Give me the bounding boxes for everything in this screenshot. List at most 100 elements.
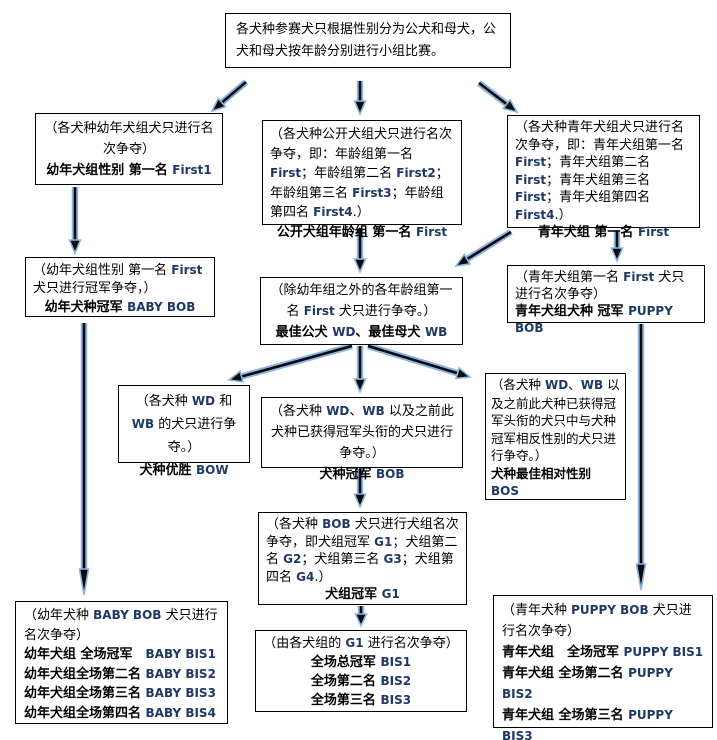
text-line: （幼年犬组性别 第一名 First 犬只进行冠军争夺，） [33,261,207,298]
text-line: 青年犬组 第一名 First [515,224,692,242]
text-line: 全场总冠军 BIS1 [262,653,460,672]
text-line: （各犬种 BOB 犬只进行犬组名次争夺，即犬组冠军 G1；犬组第二名 G2；犬组… [266,516,459,586]
text-line: 幼年犬组 全场冠军 BABY BIS1 [24,645,219,665]
text-line: （各犬种青年犬组犬只进行名次争夺，即：青年犬组第一名 First；青年犬组第二名… [515,119,692,224]
text-line: 青年犬组 全场第三名 PUPPY BIS3 [502,705,704,740]
text-line: 幼年犬种冠军 BABY BOB [33,298,207,317]
award-code: G4 [296,569,315,584]
text-segment: （各犬种 [135,394,192,409]
award-code: BIS3 [380,693,412,707]
award-code: WB [131,417,155,431]
text-line: 犬种冠军 BOB [267,464,457,485]
text-line: （青年犬组第一名 First 犬只进行名次争夺） [515,269,697,303]
text-segment: 犬只进行犬组名次争夺，即犬组冠军 [266,517,459,550]
text-segment: 全场总冠军 [310,655,381,670]
text-segment: .） [352,205,370,220]
text-segment: 幼年犬组性别 第一名 [46,163,173,178]
award-code: First1 [172,163,212,177]
baby-group-first-box: （各犬种幼年犬组犬只进行名次争夺） 幼年犬组性别 第一名 First1 [35,113,223,185]
text-segment: ；犬组第二名 [266,534,458,568]
text-segment: ；年龄组第四名 [270,185,444,221]
text-segment: （各犬种 [491,377,545,392]
open-group-first-box: （各犬种公开犬组犬只进行名次争夺，即：年龄组第一名 First；年龄组第二名 F… [262,120,462,240]
bos-box: （各犬种 WD、WB 以及之前此犬种已获得冠军头衔的犬只中与犬种冠军相反性别的犬… [485,373,626,500]
text-line: 最佳公犬 WD、最佳母犬 WB [267,322,456,343]
award-code: G2 [283,552,302,566]
group-g1-box: （各犬种 BOB 犬只进行犬组名次争夺，即犬组冠军 G1；犬组第二名 G2；犬组… [258,512,467,605]
text-segment: 青年犬组犬种 冠军 [515,304,629,319]
text-line: （除幼年组之外的各年龄组第一名 First 犬只进行争夺。） [267,280,456,322]
award-code: First [270,166,302,180]
award-code: First [303,304,335,318]
text-segment: （各犬种青年犬组犬只进行名次争夺，即：青年犬组第一名 [515,120,685,153]
text-segment: （各犬种幼年犬组犬只进行名次争夺） [44,121,214,157]
award-code: WD [544,378,569,392]
text-segment: 全场第三名 [310,693,381,708]
award-code: G3 [383,552,402,566]
text-line: 青年犬组 全场冠军 PUPPY BIS1 [502,642,704,663]
text-line: 全场第三名 BIS3 [262,691,460,710]
text-segment: 犬只进行名次争夺） [502,603,692,639]
text-segment: （各犬种 [266,517,323,532]
text-line: （各犬种幼年犬组犬只进行名次争夺） [42,118,216,160]
text-segment: 以及之前此犬种已获得冠军头衔的犬只中与犬种冠军相反性别的犬只进行争夺。） [491,377,620,463]
award-code: PUPPY BOB [515,304,673,335]
text-line: 幼年犬组性别 第一名 First1 [42,160,216,181]
arrow-intro-to-baby-first [210,79,249,113]
award-code: First [515,155,547,169]
puppy-bis-box: （青年犬种 PUPPY BOB 犬只进行名次争夺）青年犬组 全场冠军 PUPPY… [493,595,713,740]
text-segment: 各犬种参赛犬只根据性别分为公犬和母犬，公犬和母犬按年龄分别进行小组比赛。 [236,22,497,59]
text-segment: 幼年犬组全场第三名 [24,686,146,701]
text-segment: 全场第二名 [310,674,381,689]
text-segment: 青年犬组 第一名 [537,225,638,240]
text-segment: 以及之前此犬种已获得冠军头衔的犬只进行争夺。） [270,404,454,461]
award-code: First4 [515,207,555,222]
text-segment: 青年犬组 全场冠军 [502,645,624,660]
text-segment: .） [554,207,572,223]
text-line: 青年犬组犬种 冠军 PUPPY BOB [515,303,697,337]
text-line: 幼年犬组全场第三名 BABY BIS3 [24,684,219,704]
award-code: WB [580,378,604,392]
text-segment: 犬只进行争夺。） [334,304,437,319]
award-code: First4 [313,205,353,219]
award-code: BABY BOB [93,608,162,622]
text-segment: 、最佳母犬 [355,325,425,340]
text-segment: 、 [349,404,363,419]
award-code: WD [191,394,216,408]
text-segment: 、 [568,377,581,392]
award-code: First [623,270,655,284]
award-code: BOS [491,484,519,498]
text-segment: （除幼年组之外的各年龄组第一名 [270,283,453,319]
text-segment: （幼年犬种 [24,608,94,623]
text-line: （各犬种 WD、WB 以及之前此犬种已获得冠军头衔的犬只中与犬种冠军相反性别的犬… [491,376,620,465]
text-line: （幼年犬种 BABY BOB 犬只进行名次争夺） [24,606,219,645]
award-code: PUPPY BIS2 [502,666,673,701]
text-segment: 幼年犬组全场第四名 [24,705,146,721]
award-code: BABY BIS2 [145,666,216,681]
text-segment: ；犬组第三名 [301,552,384,567]
award-code: First3 [352,185,392,200]
arrow-intro-to-puppy-first [477,80,519,114]
award-code: First [171,263,203,277]
award-code: First [515,172,547,187]
text-segment: 和 [215,394,233,409]
text-segment: 公开犬组年龄组 第一名 [276,224,416,240]
award-code: BIS2 [380,674,412,688]
text-line: 幼年犬组全场第四名 BABY BIS4 [24,704,219,724]
text-segment: （青年犬组第一名 [515,270,624,285]
text-segment: 青年犬组 全场第二名 [502,666,629,681]
award-code: BOB [376,467,405,481]
baby-bis-box: （幼年犬种 BABY BOB 犬只进行名次争夺）幼年犬组 全场冠军 BABY B… [15,601,228,724]
text-segment: 最佳公犬 [275,325,333,340]
text-segment: （各犬种 [270,404,327,419]
text-segment: 犬组冠军 [325,587,382,602]
text-segment: 青年犬组 全场第三名 [502,708,629,723]
puppy-group-first-box: （各犬种青年犬组犬只进行名次争夺，即：青年犬组第一名 First；青年犬组第二名… [507,115,700,240]
award-code: BABY BIS4 [145,705,216,720]
text-line: 犬组冠军 G1 [266,586,459,604]
text-line: 各犬种参赛犬只根据性别分为公犬和母犬，公犬和母犬按年龄分别进行小组比赛。 [236,19,500,63]
text-segment: 犬种冠军 [319,467,377,482]
